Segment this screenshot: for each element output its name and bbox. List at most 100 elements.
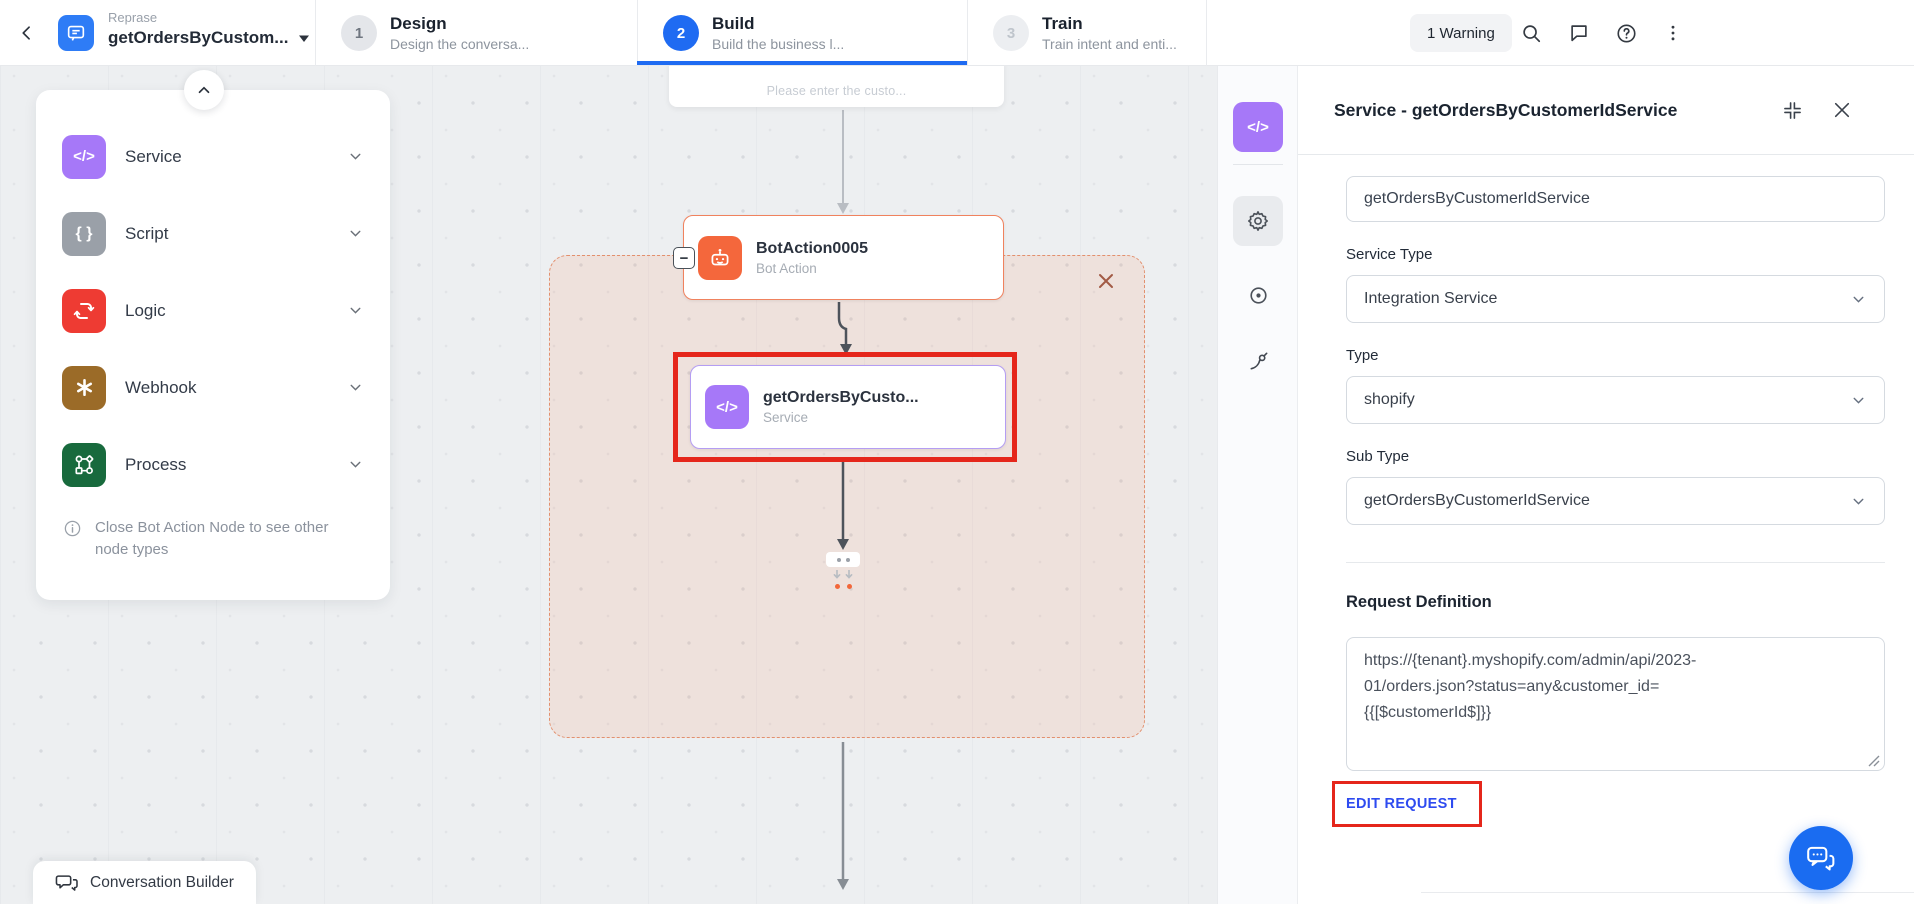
panel-content: Service - getOrdersByCustomerIdService S… (1298, 66, 1914, 904)
flow-canvas[interactable]: Please enter the custo... − (0, 66, 1217, 904)
panel-icon-strip: </> (1218, 66, 1298, 904)
type-label: Type (1346, 347, 1379, 364)
bot-action-close-button[interactable] (1094, 269, 1118, 293)
step-train[interactable]: 3 Train Train intent and enti... (967, 0, 1207, 66)
panel-title: Service - getOrdersByCustomerIdService (1334, 99, 1678, 120)
search-button[interactable] (1518, 20, 1544, 46)
edit-request-link[interactable]: EDIT REQUEST (1346, 796, 1457, 812)
collapse-node-button[interactable]: − (673, 247, 695, 269)
bot-switcher[interactable]: getOrdersByCustom... (108, 28, 310, 48)
kebab-menu-icon (1671, 25, 1675, 41)
instance-tab-button[interactable] (1246, 283, 1270, 307)
connector-handle[interactable] (826, 552, 860, 567)
loop-icon (62, 288, 106, 333)
clipped-message-text: Please enter the custo... (766, 84, 907, 98)
sub-type-select[interactable]: getOrdersByCustomerIdService (1346, 477, 1885, 525)
braces-icon: { } (62, 211, 106, 256)
chevron-down-icon (1853, 397, 1864, 404)
section-divider (1346, 562, 1885, 563)
palette-item-label: Webhook (125, 377, 197, 397)
bot-name: getOrdersByCustom... (108, 28, 289, 47)
chat-widget-button[interactable] (1789, 826, 1853, 890)
step-title: Train (1042, 14, 1083, 33)
step-design[interactable]: 1 Design Design the conversa... (315, 0, 637, 66)
bot-action-container (549, 255, 1145, 738)
help-button[interactable] (1613, 20, 1639, 46)
service-name-input[interactable] (1346, 176, 1885, 222)
panel-footer-divider (1421, 892, 1914, 893)
settings-tab-button[interactable] (1233, 196, 1283, 246)
active-step-indicator (637, 61, 967, 65)
palette-collapse-button[interactable] (184, 70, 224, 110)
step-title: Design (390, 14, 447, 33)
caret-down-icon (299, 35, 310, 42)
service-type-select[interactable]: Integration Service (1346, 275, 1885, 323)
node-title: getOrdersByCusto... (763, 389, 919, 406)
panel-body: Service Type Integration Service Type sh… (1298, 155, 1914, 827)
bot-action-node[interactable]: − BotAction0005 Bot Action (673, 215, 1004, 300)
down-arrows-icon (833, 570, 853, 579)
service-component-button[interactable]: </> (1233, 102, 1283, 152)
info-icon (64, 520, 81, 537)
chevron-down-icon (347, 456, 364, 473)
panel-close-button[interactable] (1830, 98, 1854, 122)
warning-badge[interactable]: 1 Warning (1410, 14, 1512, 52)
code-icon: </> (62, 134, 106, 179)
workflow-steps: 1 Design Design the conversa... 2 Build … (315, 0, 1207, 66)
connector-ports (834, 584, 852, 589)
service-node[interactable]: </> getOrdersByCusto... Service (690, 365, 1006, 449)
close-icon (1099, 274, 1113, 288)
type-select[interactable]: shopify (1346, 376, 1885, 424)
type-value: shopify (1364, 391, 1415, 408)
step-build[interactable]: 2 Build Build the business l... (637, 0, 967, 66)
service-type-value: Integration Service (1364, 290, 1498, 307)
properties-panel: </> (1217, 66, 1914, 904)
chat-bubbles-icon (55, 874, 78, 891)
step-subtitle: Train intent and enti... (1042, 36, 1177, 52)
panel-header: Service - getOrdersByCustomerIdService (1298, 66, 1914, 155)
back-button[interactable] (14, 20, 40, 46)
chat-bubbles-icon (1807, 846, 1835, 871)
palette-item-label: Logic (125, 300, 166, 320)
sub-type-label: Sub Type (1346, 448, 1410, 465)
palette-item-logic[interactable]: Logic (36, 272, 390, 349)
request-definition-textarea[interactable]: https://{tenant}.myshopify.com/admin/api… (1346, 637, 1885, 771)
resize-handle-icon[interactable] (1867, 754, 1880, 767)
step-number: 3 (993, 15, 1029, 51)
palette-item-service[interactable]: </> Service (36, 118, 390, 195)
conversation-builder-label: Conversation Builder (90, 873, 234, 891)
panel-collapse-button[interactable] (1780, 98, 1804, 122)
clipped-node-message[interactable]: Please enter the custo... (669, 66, 1004, 107)
palette-item-script[interactable]: { } Script (36, 195, 390, 272)
comment-icon (1571, 25, 1587, 42)
workspace-label: Reprase (108, 10, 158, 25)
palette-note-text: Close Bot Action Node to see other node … (95, 519, 329, 558)
request-definition-area: https://{tenant}.myshopify.com/admin/api… (1346, 637, 1885, 776)
more-menu-button[interactable] (1660, 20, 1686, 46)
collapse-icon (1783, 101, 1801, 119)
palette-item-webhook[interactable]: Webhook (36, 349, 390, 426)
bot-chat-icon (67, 25, 85, 41)
add-node-connector[interactable] (822, 552, 864, 589)
connection-icon (1249, 352, 1267, 370)
step-number: 2 (663, 15, 699, 51)
robot-icon (698, 235, 742, 280)
target-icon (1249, 286, 1267, 304)
edit-request-wrap: EDIT REQUEST (1332, 781, 1506, 827)
connections-tab-button[interactable] (1246, 349, 1270, 373)
conversation-builder-badge[interactable]: Conversation Builder (33, 861, 256, 904)
asterisk-icon (62, 365, 106, 410)
feedback-button[interactable] (1566, 20, 1592, 46)
step-number: 1 (341, 15, 377, 51)
palette-item-label: Service (125, 146, 182, 166)
palette-item-label: Process (125, 454, 187, 474)
chevron-down-icon (1853, 296, 1864, 303)
service-type-label: Service Type (1346, 246, 1433, 263)
palette-item-process[interactable]: Process (36, 426, 390, 503)
help-icon (1616, 23, 1636, 43)
search-icon (1523, 25, 1541, 43)
step-title: Build (712, 14, 755, 33)
palette-note: Close Bot Action Node to see other node … (36, 503, 390, 561)
node-title: BotAction0005 (756, 239, 869, 257)
